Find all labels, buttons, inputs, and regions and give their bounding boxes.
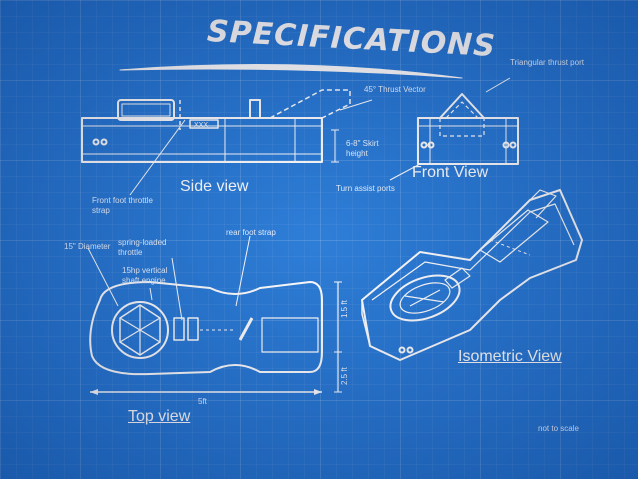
label-thrust-vector: 45° Thrust Vector — [364, 85, 426, 94]
leader-rear-strap — [235, 235, 251, 307]
top-view-drawing — [89, 281, 342, 395]
leader-throttle — [171, 257, 183, 321]
label-width-dim: 1.5 ft — [340, 300, 349, 318]
label-spring-throttle: spring-loaded throttle — [118, 238, 167, 257]
title-swoosh — [119, 64, 463, 79]
label-engine: 15hp vertical shaft engine — [122, 266, 168, 285]
label-diameter: 15" Diameter — [64, 242, 111, 251]
isometric-view-title: Isometric View — [458, 348, 562, 365]
top-view-title: Top view — [128, 408, 191, 425]
label-front-strap: Front foot throttle strap — [92, 196, 153, 215]
label-height-dim: 2.5 ft — [340, 367, 349, 385]
leader-port — [485, 77, 511, 93]
svg-text:XXX: XXX — [194, 122, 208, 129]
side-view-title: Side view — [180, 178, 249, 195]
leader-turn — [389, 163, 421, 181]
label-rear-strap: rear foot strap — [226, 228, 276, 237]
front-view-drawing — [417, 93, 519, 165]
label-skirt-height: 6-8" Skirt height — [346, 139, 379, 158]
label-scale-note: not to scale — [538, 424, 579, 433]
isometric-view-drawing — [361, 189, 583, 361]
label-turn-assist: Turn assist ports — [336, 184, 395, 193]
leader-thrust — [339, 99, 373, 111]
front-view-title: Front View — [412, 164, 489, 181]
leader-engine — [149, 287, 153, 301]
side-view-drawing: XXX — [81, 89, 351, 163]
label-triangular-port: Triangular thrust port — [510, 58, 584, 67]
leader-front-strap — [129, 119, 186, 196]
leader-diameter — [87, 247, 119, 307]
label-length-dim: 5ft — [198, 397, 207, 406]
